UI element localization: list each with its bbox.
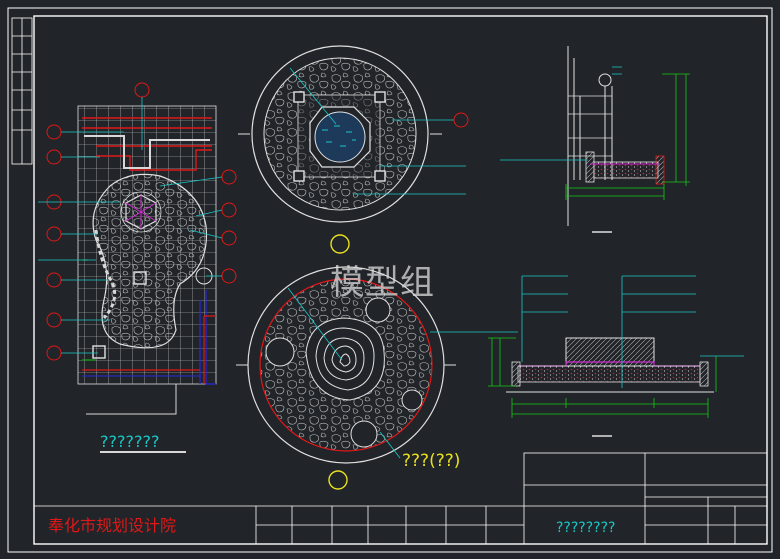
plan-leader-lines	[38, 97, 223, 354]
section-caption: ???(??)	[402, 451, 460, 471]
company-name: 奉化市规划设计院	[48, 516, 176, 535]
drawing-name: ????????	[556, 520, 615, 536]
outer-frame	[7, 7, 773, 553]
plan-caption: ???????	[100, 432, 159, 451]
pool-leader-lines	[289, 67, 466, 195]
inner-frame	[33, 15, 768, 545]
railing-dimensions	[565, 73, 690, 200]
fountain-section-dimensions	[488, 337, 717, 418]
site-plan	[77, 105, 217, 415]
binding-strip	[11, 17, 33, 165]
railing-section	[500, 46, 665, 226]
section-marker-bottom	[328, 470, 348, 490]
fountain-section-leaders	[521, 275, 744, 388]
section-marker-top	[330, 234, 350, 254]
watermark: 模型组	[330, 263, 435, 303]
pool-callout	[453, 112, 469, 128]
fountain-leader-lines	[287, 287, 518, 459]
pool-plan	[238, 45, 442, 223]
title-block	[34, 452, 768, 545]
fountain-section	[506, 337, 714, 393]
